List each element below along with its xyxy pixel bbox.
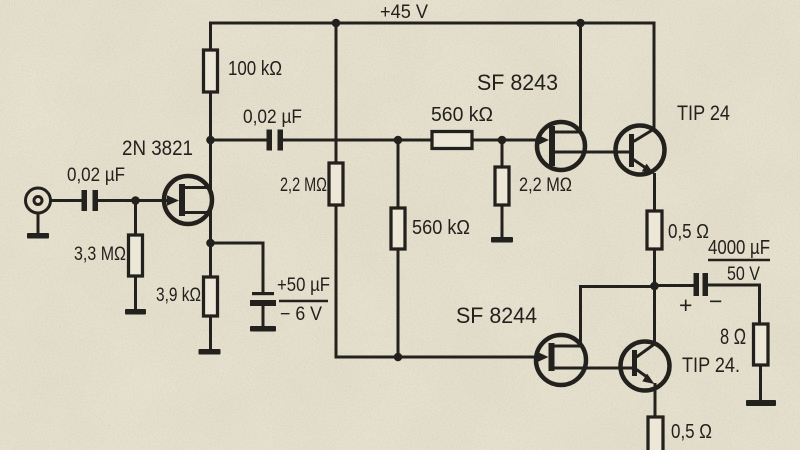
ground-load	[746, 400, 776, 406]
bjt-tip24-upper	[613, 123, 667, 177]
capacitor-bypass-50u	[250, 292, 276, 306]
lower-emitter-resistor-label: 0,5 Ω	[671, 421, 712, 443]
output-cap-plus-label: +	[679, 292, 692, 318]
resistor-3k9-source	[201, 275, 220, 318]
ground-bias-resistor	[491, 237, 513, 243]
resistor-560k-divider	[389, 206, 407, 251]
fet-sf8243	[534, 119, 588, 173]
series-resistor-label: 560 kΩ	[431, 104, 493, 126]
output-cap-voltage-label: 50 V	[727, 264, 760, 285]
bjt-collector-lead	[635, 342, 656, 359]
ground-gate-resistor	[125, 309, 146, 315]
capacitor-coupling-0p02	[266, 129, 283, 151]
resistor-2m2-bias	[493, 165, 511, 207]
fet-sf8244	[533, 332, 589, 388]
gate-resistor-label: 3,3 MΩ	[74, 244, 126, 265]
emitter-arrow-icon	[642, 373, 655, 384]
ground-jack	[27, 233, 49, 239]
wires	[36, 21, 762, 417]
gate-arrow-icon	[167, 195, 179, 206]
upper-driver-label: SF 8243	[477, 70, 558, 95]
resistor-3m3-gate	[126, 233, 145, 278]
input-fet-label: 2N 3821	[122, 137, 193, 160]
bjt-base-bar	[632, 350, 637, 376]
upper-power-transistor-label: TIP 24	[677, 102, 730, 125]
ground-bypass-cap	[250, 326, 276, 332]
source-resistor-label: 3,9 kΩ	[156, 285, 201, 306]
resistor-560k-series	[430, 129, 474, 151]
wire-bypass-branch	[210, 241, 265, 293]
fet-channel-bar	[548, 343, 555, 371]
emitter-arrow-icon	[641, 163, 654, 174]
drain-resistor-label: 100 kΩ	[228, 58, 282, 80]
resistor-0r5-lower	[646, 415, 665, 450]
bjt-tip24-lower	[618, 339, 672, 393]
junction-dots	[131, 18, 659, 362]
divider-resistor-label: 560 kΩ	[412, 217, 470, 239]
resistors	[126, 48, 770, 450]
resistor-100k	[201, 48, 220, 94]
gate-arrow-icon	[537, 134, 549, 146]
capacitor-output-4000u	[693, 273, 708, 296]
fet-channel-bar	[549, 126, 555, 166]
feedback-resistor-label: 2,2 MΩ	[280, 175, 327, 196]
bypass-cap-voltage-label: − 6 V	[280, 304, 322, 325]
resistor-2m2-feedback	[327, 161, 345, 207]
input-cap-label: 0,02 µF	[67, 165, 125, 186]
labels: +45 V 100 kΩ 0,02 µF 2N 3821 0,02 µF 3,3…	[67, 2, 770, 443]
gate-arrow-icon	[537, 351, 549, 363]
lower-driver-label: SF 8244	[456, 303, 537, 328]
bjt-base-bar	[629, 134, 634, 167]
ground-symbols	[27, 233, 776, 406]
load-resistor-label: 8 Ω	[720, 324, 746, 349]
coupling-cap-label: 0,02 µF	[243, 107, 302, 128]
supply-voltage-label: +45 V	[380, 2, 428, 23]
label-fraction-bars	[279, 258, 770, 303]
bypass-cap-value-label: +50 µF	[277, 275, 330, 296]
wire-cap-to-load	[708, 283, 761, 324]
fet-2n3821	[161, 173, 215, 227]
capacitor-input-0p02	[81, 190, 98, 211]
resistor-8ohm-load	[751, 322, 770, 367]
resistor-0r5-upper	[645, 209, 664, 251]
fet-channel-bar	[179, 184, 185, 216]
output-cap-value-label: 4000 µF	[708, 237, 770, 259]
bias-resistor-label: 2,2 MΩ	[519, 175, 572, 196]
upper-emitter-resistor-label: 0,5 Ω	[668, 221, 709, 243]
input-jack	[24, 186, 52, 215]
lower-power-transistor-label: TIP 24.	[682, 354, 740, 377]
bjt-collector-lead	[632, 127, 655, 143]
output-cap-minus-label: −	[709, 288, 722, 314]
ground-source-resistor	[198, 349, 221, 355]
